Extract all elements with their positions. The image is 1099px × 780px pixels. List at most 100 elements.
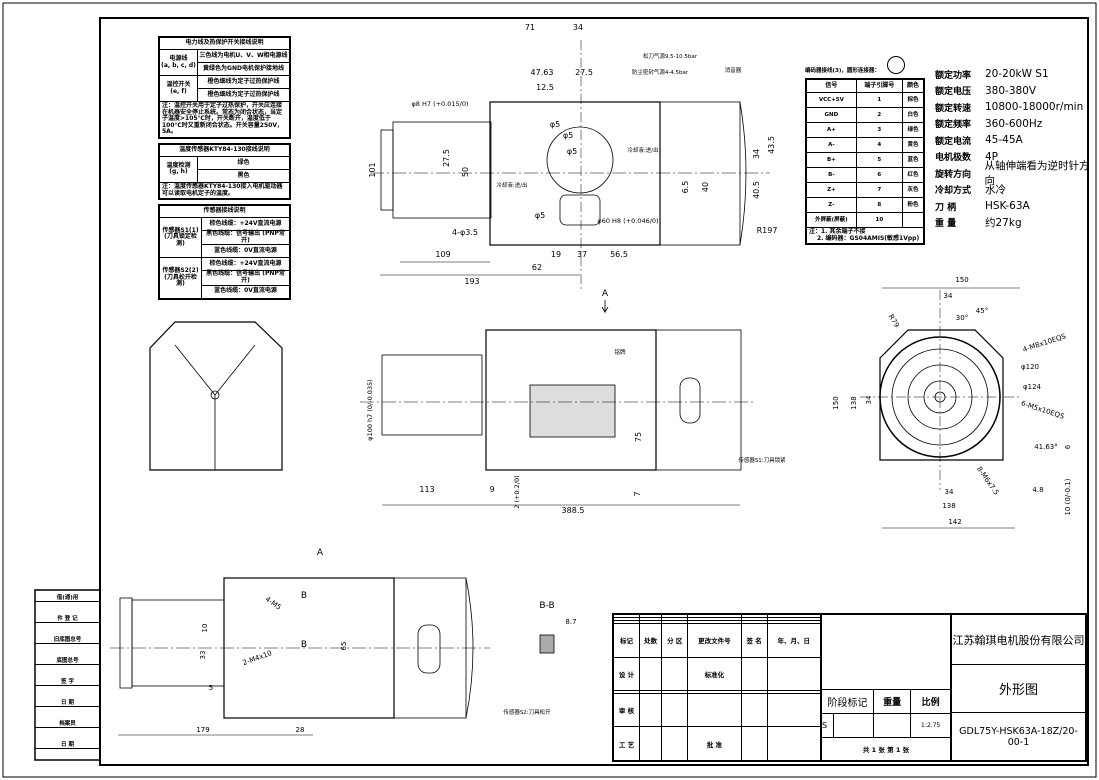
cell: A- (806, 137, 857, 153)
note: 注：1. 其余端子不接 (809, 228, 866, 235)
dimension-label: 4-M8x10EQS (1022, 332, 1068, 354)
spec-key: 冷却方式 (935, 186, 972, 197)
dimension-label: 75 (634, 432, 643, 442)
cell: 8 (855, 197, 903, 213)
annotation: 冷却液:进/出 (496, 181, 527, 189)
drawing-frame (99, 17, 1089, 766)
spec-value: 10800-18000r/min (985, 101, 1084, 114)
cell (687, 693, 742, 728)
cell: (刀具锁定检测) (164, 233, 197, 248)
dimension-label: 6.5 (681, 181, 690, 194)
strip-label: 借(通)用 (35, 590, 100, 602)
cell: 蓝色 (901, 152, 925, 168)
scale-value: 1:2.75 (910, 713, 951, 738)
cell: 蓝色线缆：0V直流电源 (201, 284, 290, 299)
cell (901, 212, 925, 228)
side-strip (34, 589, 101, 761)
cell: 棕色线缆：+24V直流电源 (201, 257, 290, 272)
section-label: B-B (539, 601, 554, 611)
cell: B- (806, 167, 857, 183)
cell: B+ (806, 152, 857, 168)
spec-row: 旋转方向从轴伸端看为逆时针方向 (935, 160, 1099, 187)
dimension-label: φ120 (1021, 363, 1039, 371)
note: 注：温控开关用于定子过热保护，开关应连接在机器安全停止系统。常态为闭合状态，当定… (159, 101, 290, 138)
spec-key: 额定功率 (935, 70, 972, 81)
annotation: 消音器 (725, 66, 742, 74)
dimension-label: 37 (577, 250, 587, 259)
header-cell: 签 名 (740, 623, 768, 658)
dimension-label: 40 (701, 182, 710, 192)
dimension-label: 138 (850, 396, 858, 409)
cell: 棕色 (901, 92, 925, 108)
cell: 橙色细线为定子过热保护线 (197, 75, 290, 89)
top-view (370, 40, 770, 290)
cell: 传感器S2(2) (162, 267, 199, 275)
cell: (a, b, c, d) (161, 61, 196, 69)
cell: 1 (855, 92, 903, 108)
cell: 蓝色线缆：0V直流电源 (201, 244, 290, 259)
dimension-label: 150 (955, 276, 968, 284)
dimension-label: 62 (532, 263, 542, 272)
stage-label: 阶段标记 (821, 689, 874, 714)
weight-label: 重量 (872, 689, 912, 714)
annotation: 传感器S1:刀具锁紧 (738, 456, 786, 464)
encoder-title: 编码器接线(3)，圆形连接器： (805, 68, 880, 74)
dimension-label: 4-φ3.5 (452, 228, 478, 237)
table-title: 电力线及热保护开关接线说明 (159, 37, 290, 50)
cell: 批 准 (687, 726, 742, 761)
spec-value: 45-45A (985, 134, 1023, 147)
spec-row: 额定功率 20-20kW S1 (935, 66, 1099, 83)
cell: 粉色 (901, 197, 925, 213)
dimension-label: 150 (832, 396, 840, 409)
annotation: 冷却液:进/出 (627, 146, 658, 154)
spec-key: 旋转方向 (935, 169, 972, 180)
spec-key: 额定频率 (935, 120, 972, 131)
cell: 设 计 (613, 656, 640, 692)
spec-key: 额定电流 (935, 136, 972, 147)
cell: 2 (855, 107, 903, 123)
dimension-label: 138 (942, 502, 955, 510)
title-block: 标记处数分 区更改文件号签 名年、月、日设 计标准化审 核工 艺批 准 阶段标记… (612, 613, 1087, 762)
cell: 绿色 (901, 122, 925, 138)
spec-key: 电机极数 (935, 153, 972, 164)
dimension-label: 47.63 (531, 68, 554, 77)
cell: 5 (855, 152, 903, 168)
dimension-label: 27.5 (575, 68, 593, 77)
note: 2. 编码器：GS04AMIS(敏感1Vpp) (817, 234, 920, 242)
table-title: 传感器接线说明 (159, 205, 290, 219)
spec-value: 380-380V (985, 84, 1037, 97)
dimension-label: 388.5 (562, 506, 585, 515)
spec-row: 额定电流 45-45A (935, 132, 1099, 149)
dimension-label: 71 (525, 23, 535, 32)
dimension-label: φ5 (535, 211, 545, 220)
header-cell: 信号 (806, 79, 857, 93)
dimension-label: 101 (368, 162, 377, 177)
view-label: A (317, 548, 324, 558)
dimension-label: 2-M4x10 (242, 649, 273, 667)
dimension-label: 193 (464, 277, 479, 286)
cell: 工 艺 (613, 726, 640, 761)
cell: 白色 (901, 107, 925, 123)
wiring-tables: 电力线及热保护开关接线说明 电源线(a, b, c, d)三色线为电机U、V、W… (158, 36, 291, 300)
dimension-label: 10 (0/-0.1) (1064, 478, 1072, 515)
view-a (110, 577, 555, 736)
spec-value: 水冷 (985, 184, 1006, 197)
cell: 温控开关 (166, 80, 191, 88)
dimension-label: 56.5 (610, 250, 628, 259)
dimension-label: 179 (196, 726, 209, 734)
dimension-label: B (301, 640, 307, 650)
cell: 审 核 (613, 693, 640, 728)
dimension-label: 33 (199, 651, 207, 660)
annotation: 传感器S2:刀具松开 (503, 708, 551, 716)
dimension-label: 5 (209, 684, 213, 692)
cell: 7 (855, 182, 903, 198)
dimension-label: 41.63° (1034, 443, 1058, 451)
cell: 三色线为电机U、V、W相电源线 (197, 49, 290, 63)
spec-value: 20-20kW S1 (985, 68, 1049, 81)
